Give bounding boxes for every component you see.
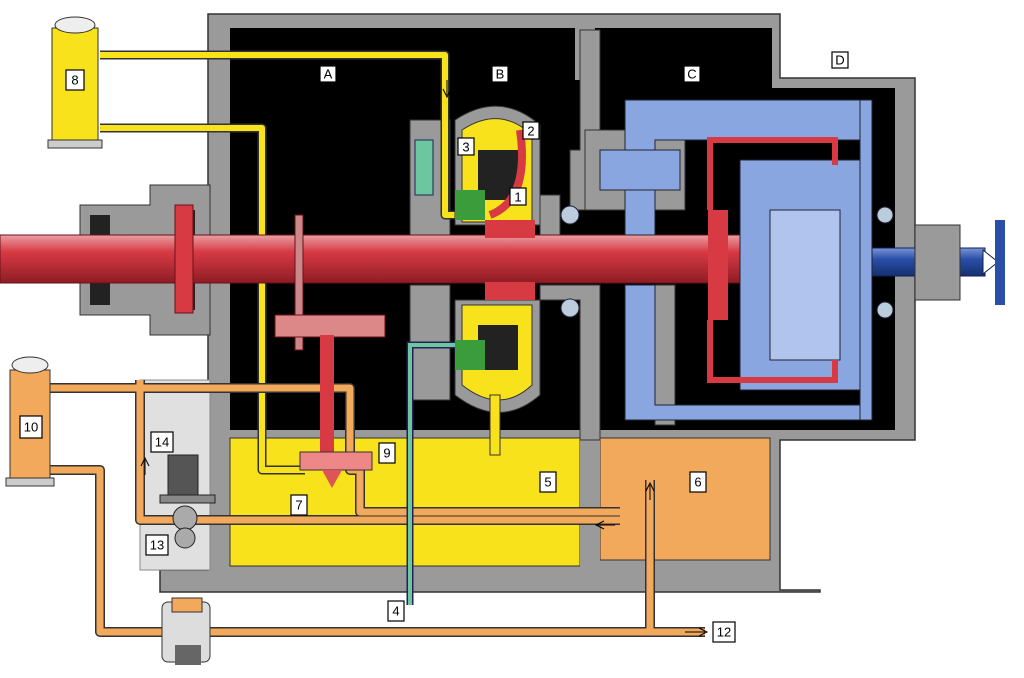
oil-sump-6 bbox=[599, 437, 771, 561]
gear-wheel bbox=[294, 214, 304, 351]
right-bearing-cap bbox=[914, 224, 961, 301]
tank-10 bbox=[5, 356, 55, 487]
label-2: 2 bbox=[522, 121, 540, 140]
label-D: D bbox=[831, 51, 849, 69]
svg-text:12: 12 bbox=[717, 625, 731, 640]
svg-text:1: 1 bbox=[514, 190, 521, 205]
label-4: 4 bbox=[387, 600, 405, 622]
label-6: 6 bbox=[689, 471, 707, 493]
svg-text:4: 4 bbox=[392, 604, 399, 619]
label-A: A bbox=[319, 65, 337, 83]
svg-text:5: 5 bbox=[544, 475, 551, 490]
torque-converter bbox=[454, 105, 541, 456]
svg-text:8: 8 bbox=[71, 73, 78, 88]
label-9: 9 bbox=[378, 442, 396, 464]
svg-text:B: B bbox=[496, 67, 505, 82]
svg-text:A: A bbox=[324, 67, 333, 82]
input-shaft bbox=[0, 234, 773, 284]
svg-text:C: C bbox=[687, 67, 696, 82]
label-13: 13 bbox=[145, 534, 169, 556]
label-8: 8 bbox=[65, 69, 85, 91]
label-C: C bbox=[683, 65, 701, 83]
label-7: 7 bbox=[290, 494, 308, 516]
label-B: B bbox=[491, 65, 509, 83]
pump-drive bbox=[274, 314, 386, 488]
svg-text:9: 9 bbox=[383, 446, 390, 461]
label-10: 10 bbox=[19, 415, 43, 439]
label-14: 14 bbox=[150, 431, 174, 453]
svg-text:13: 13 bbox=[150, 538, 164, 553]
label-3: 3 bbox=[457, 137, 475, 156]
svg-text:2: 2 bbox=[527, 124, 534, 139]
svg-text:7: 7 bbox=[295, 498, 302, 513]
gearbox bbox=[560, 99, 894, 421]
flow-arrow bbox=[442, 80, 452, 99]
filter bbox=[161, 597, 211, 665]
label-12: 12 bbox=[712, 621, 736, 643]
svg-text:14: 14 bbox=[155, 435, 169, 450]
svg-text:D: D bbox=[835, 53, 844, 68]
green-pipe bbox=[406, 139, 455, 605]
output-arrow-icon bbox=[982, 248, 999, 276]
label-5: 5 bbox=[539, 471, 557, 493]
pump-motor bbox=[159, 454, 216, 549]
svg-text:6: 6 bbox=[694, 475, 701, 490]
label-1: 1 bbox=[509, 187, 527, 206]
oil-sump-5 bbox=[229, 437, 581, 567]
svg-text:3: 3 bbox=[462, 140, 469, 155]
svg-text:10: 10 bbox=[24, 420, 38, 435]
